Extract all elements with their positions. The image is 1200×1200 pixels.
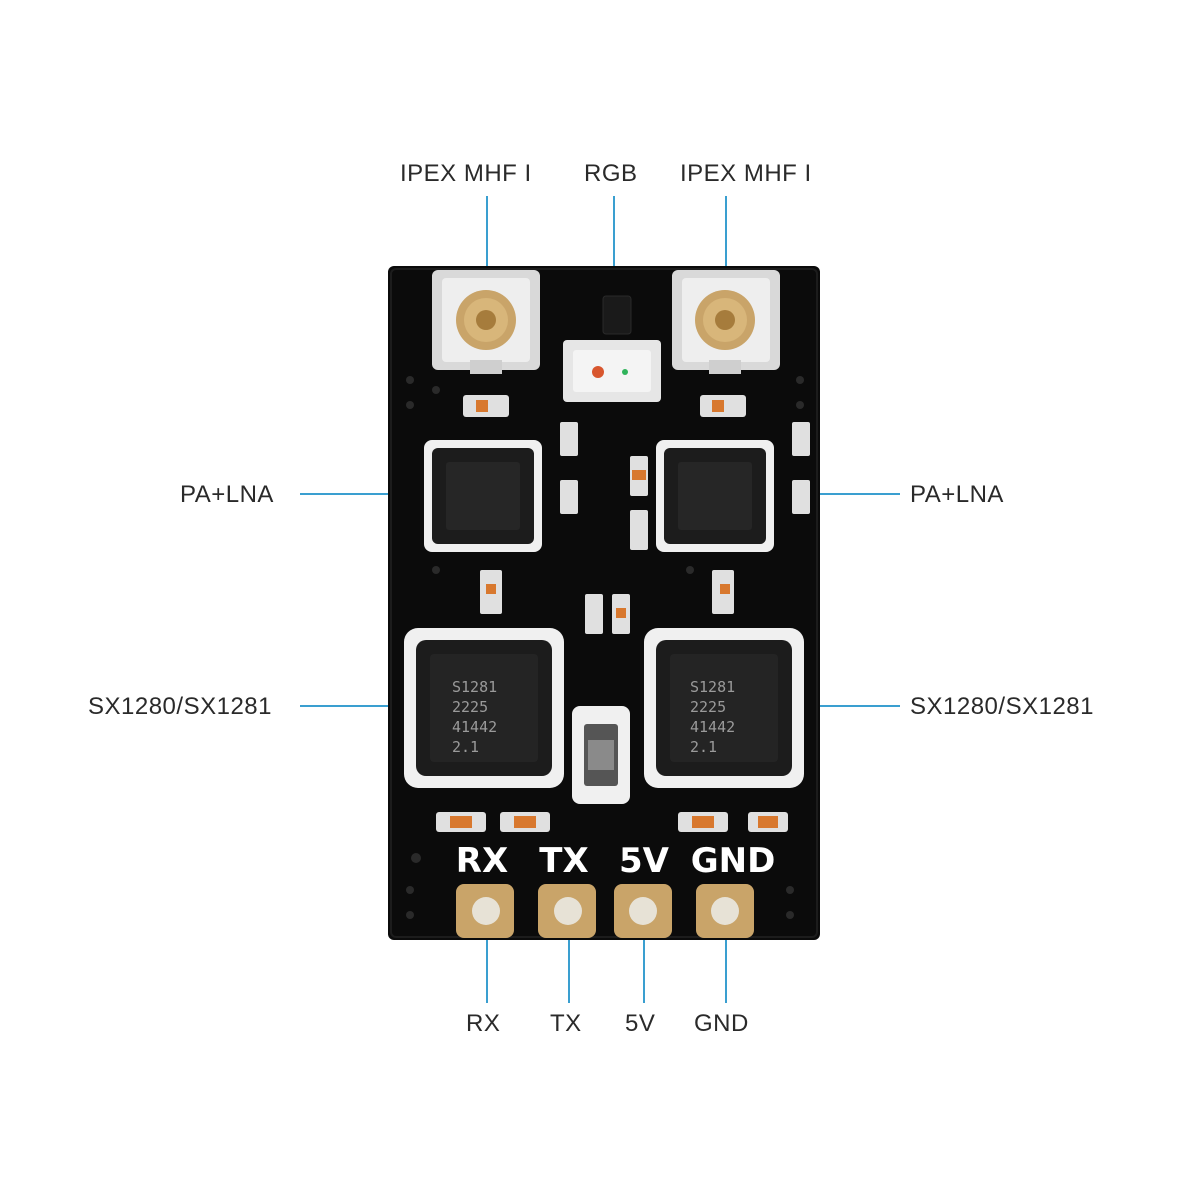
chip-marking-left-4: 2.1	[452, 738, 479, 756]
label-pa-lna-right: PA+LNA	[910, 481, 1004, 508]
chip-marking-right-3: 41442	[690, 718, 735, 736]
pa-lna-chip-right	[656, 440, 774, 552]
smd-components-bottom	[436, 812, 788, 832]
leader-line-pa-right	[760, 493, 900, 495]
chip-marking-left-1: S1281	[452, 678, 497, 696]
silkscreen-5v: 5V	[619, 841, 670, 881]
pad-tx	[538, 884, 596, 938]
leader-line-pa-left	[300, 493, 440, 495]
chip-marking-left-3: 41442	[452, 718, 497, 736]
pad-5v	[614, 884, 672, 938]
ipex-connector-right	[672, 270, 780, 374]
chip-marking-right-4: 2.1	[690, 738, 717, 756]
label-5v: 5V	[625, 1010, 656, 1037]
silkscreen-gnd: GND	[691, 841, 776, 881]
sx1280-chip-right: S1281 2225 41442 2.1	[644, 628, 804, 788]
chip-marking-left-2: 2225	[452, 698, 488, 716]
leader-line-ipex-right	[725, 196, 727, 278]
label-rx: RX	[466, 1010, 501, 1037]
silkscreen-labels: RX TX 5V GND	[456, 841, 776, 881]
label-ipex-left: IPEX MHF I	[400, 160, 532, 187]
sx1280-chip-left: S1281 2225 41442 2.1	[404, 628, 564, 788]
leader-line-chip-right	[772, 705, 900, 707]
silkscreen-rx: RX	[456, 841, 508, 881]
label-rgb: RGB	[584, 160, 638, 187]
label-pa-lna-left: PA+LNA	[180, 481, 274, 508]
leader-line-ipex-left	[486, 196, 488, 278]
chip-marking-right-1: S1281	[690, 678, 735, 696]
label-tx: TX	[550, 1010, 582, 1037]
chip-marking-right-2: 2225	[690, 698, 726, 716]
solder-pads	[456, 884, 754, 938]
pad-gnd	[696, 884, 754, 938]
label-ipex-right: IPEX MHF I	[680, 160, 812, 187]
label-gnd: GND	[694, 1010, 749, 1037]
leader-line-5v	[643, 915, 645, 1003]
ipex-connector-left	[432, 270, 540, 374]
smd-orange-marks	[476, 400, 730, 618]
center-crystal	[572, 706, 630, 804]
label-sx1280-left: SX1280/SX1281	[88, 693, 272, 720]
label-sx1280-right: SX1280/SX1281	[910, 693, 1094, 720]
leader-line-chip-left	[300, 705, 430, 707]
silkscreen-tx: TX	[539, 841, 588, 881]
pad-rx	[456, 884, 514, 938]
pcb-edge-highlight	[390, 268, 818, 938]
rgb-led	[563, 295, 661, 402]
vias	[406, 376, 804, 919]
pa-lna-chip-left	[424, 440, 542, 552]
leader-line-rx	[486, 915, 488, 1003]
leader-line-gnd	[725, 915, 727, 1003]
leader-line-tx	[568, 915, 570, 1003]
